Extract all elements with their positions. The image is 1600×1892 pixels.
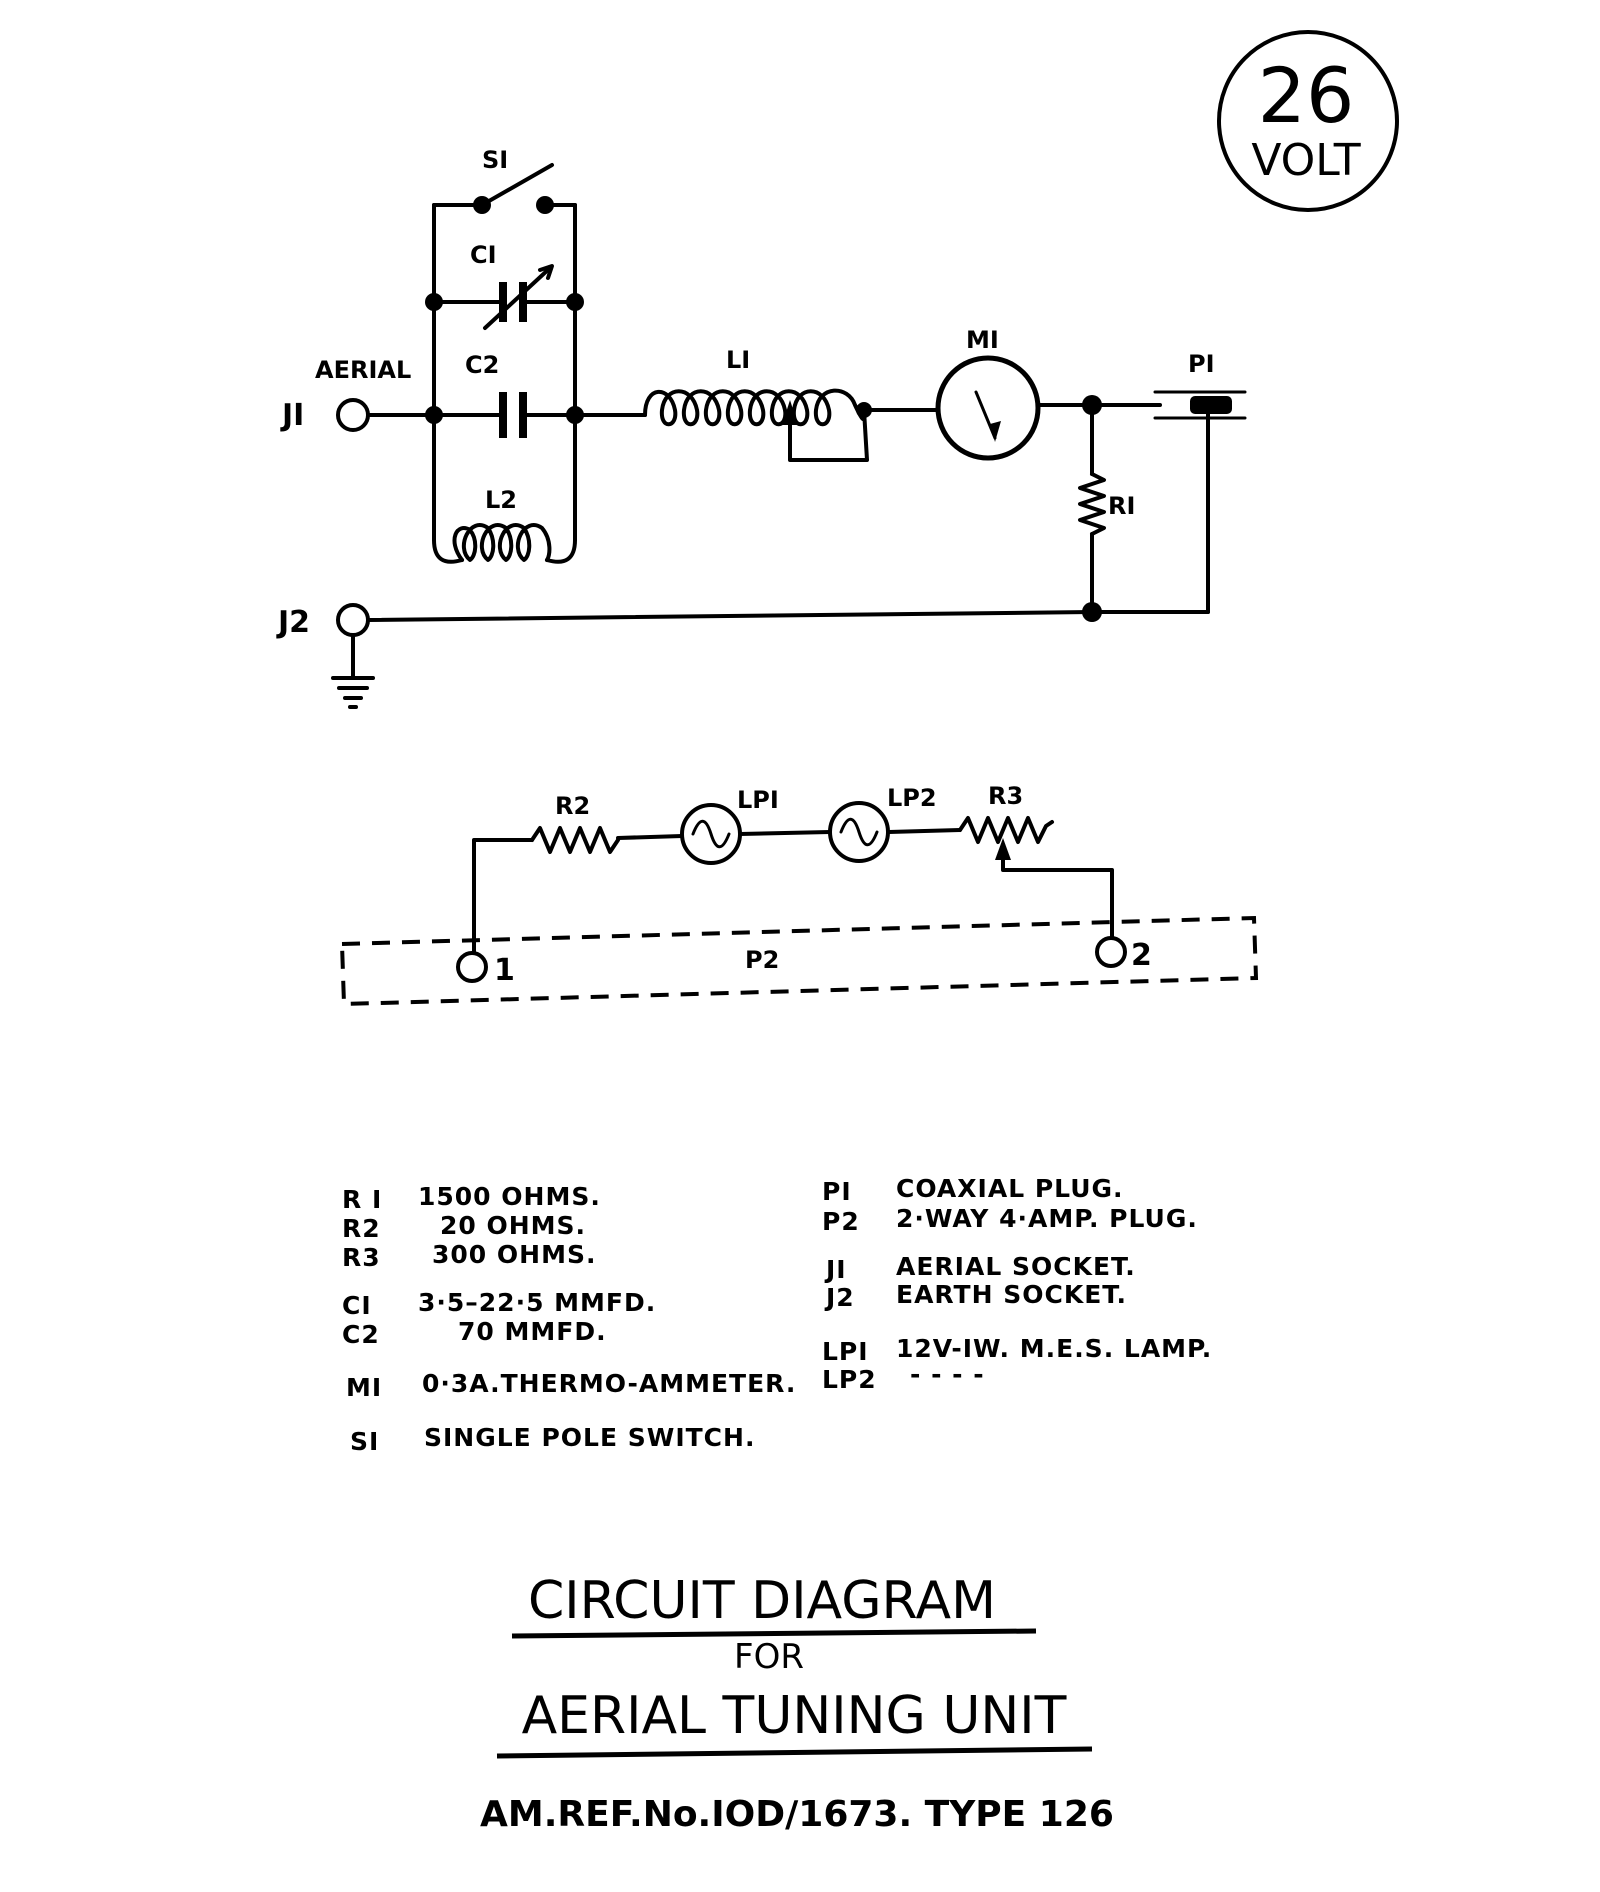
- l1-variable-inductor: [643, 388, 942, 462]
- label-pin-1: 1: [494, 953, 515, 988]
- legend-value: 20 OHMS.: [440, 1211, 586, 1240]
- label-pin-2: 2: [1131, 938, 1152, 973]
- legend-ref: PI: [822, 1177, 852, 1206]
- label-l2: L2: [485, 486, 517, 514]
- label-lp1: LPI: [737, 786, 779, 814]
- legend-ref: JI: [824, 1255, 847, 1284]
- title-block: CIRCUIT DIAGRAM FOR AERIAL TUNING UNIT A…: [480, 1571, 1114, 1835]
- label-j2: J2: [276, 605, 310, 640]
- r3-variable-resistor: [958, 816, 1114, 944]
- l2-inductor: [432, 523, 577, 564]
- c2-capacitor: [425, 392, 584, 438]
- legend-value: AERIAL SOCKET.: [896, 1252, 1136, 1281]
- label-l1: LI: [726, 346, 750, 374]
- p1-coaxial-plug: [1153, 390, 1247, 614]
- lamp-circuit: R2 LPI LP2 R3 P2 1 2: [339, 782, 1259, 1007]
- j1-socket: [336, 398, 370, 432]
- label-c2: C2: [465, 351, 499, 379]
- r1-resistor: [1078, 403, 1106, 614]
- legend-value: 1500 OHMS.: [418, 1182, 601, 1211]
- legend-ref: R3: [342, 1243, 381, 1272]
- title-line-3: AERIAL TUNING UNIT: [522, 1686, 1067, 1746]
- legend-value: SINGLE POLE SWITCH.: [424, 1423, 755, 1452]
- label-r1: RI: [1108, 492, 1135, 520]
- badge-number: 26: [1258, 51, 1355, 140]
- legend-value: 2·WAY 4·AMP. PLUG.: [896, 1204, 1198, 1233]
- title-line-2: FOR: [734, 1637, 804, 1677]
- legend-value: 3·5–22·5 MMFD.: [418, 1288, 656, 1317]
- legend-ref: MI: [346, 1373, 382, 1402]
- legend-ref: LPI: [822, 1337, 869, 1366]
- legend-ref: R I: [342, 1185, 382, 1214]
- label-p2: P2: [745, 946, 779, 974]
- label-c1: CI: [470, 241, 497, 269]
- j2-socket: [336, 603, 370, 637]
- label-lp2: LP2: [887, 784, 937, 812]
- label-r3: R3: [988, 782, 1023, 810]
- legend-value: 70 MMFD.: [458, 1317, 607, 1346]
- label-p1: PI: [1188, 350, 1215, 378]
- legend-value: 0·3A.THERMO-AMMETER.: [422, 1369, 796, 1398]
- label-r2: R2: [555, 792, 590, 820]
- p2-pin-2: [1095, 936, 1127, 968]
- voltage-badge: 26 VOLT: [1217, 30, 1399, 212]
- legend-value: COAXIAL PLUG.: [896, 1174, 1124, 1203]
- legend-value: - - - -: [910, 1360, 985, 1389]
- reference-number: AM.REF.No.IOD/1673. TYPE 126: [480, 1794, 1114, 1835]
- m1-meter: [935, 355, 1041, 461]
- lp2-lamp: [828, 801, 890, 863]
- badge-unit: VOLT: [1251, 135, 1360, 186]
- s1-switch: [432, 163, 577, 214]
- label-aerial: AERIAL: [315, 356, 411, 384]
- title-line-1: CIRCUIT DIAGRAM: [528, 1571, 996, 1631]
- legend-ref: CI: [342, 1291, 372, 1320]
- legend-ref: SI: [350, 1427, 379, 1456]
- r2-resistor: [530, 826, 620, 854]
- legend-value: EARTH SOCKET.: [896, 1280, 1127, 1309]
- legend-value: 300 OHMS.: [432, 1240, 596, 1269]
- label-m1: MI: [966, 326, 999, 354]
- lp1-lamp: [680, 803, 742, 865]
- component-legend: R I 1500 OHMS. R2 20 OHMS. R3 300 OHMS. …: [342, 1174, 1212, 1456]
- aerial-circuit: SI CI C2 L2 LI MI PI RI AERIAL JI J2: [276, 146, 1247, 709]
- ground-icon: [331, 633, 375, 709]
- p2-plug: [339, 915, 1259, 1007]
- legend-ref: P2: [822, 1207, 860, 1236]
- legend-ref: R2: [342, 1214, 381, 1243]
- p2-pin-1: [456, 951, 488, 983]
- legend-value: 12V-IW. M.E.S. LAMP.: [896, 1334, 1212, 1363]
- c1-variable-capacitor: [425, 264, 584, 330]
- legend-ref: J2: [824, 1283, 855, 1312]
- label-j1: JI: [280, 398, 304, 433]
- legend-ref: LP2: [822, 1365, 877, 1394]
- legend-ref: C2: [342, 1320, 380, 1349]
- label-s1: SI: [482, 146, 508, 174]
